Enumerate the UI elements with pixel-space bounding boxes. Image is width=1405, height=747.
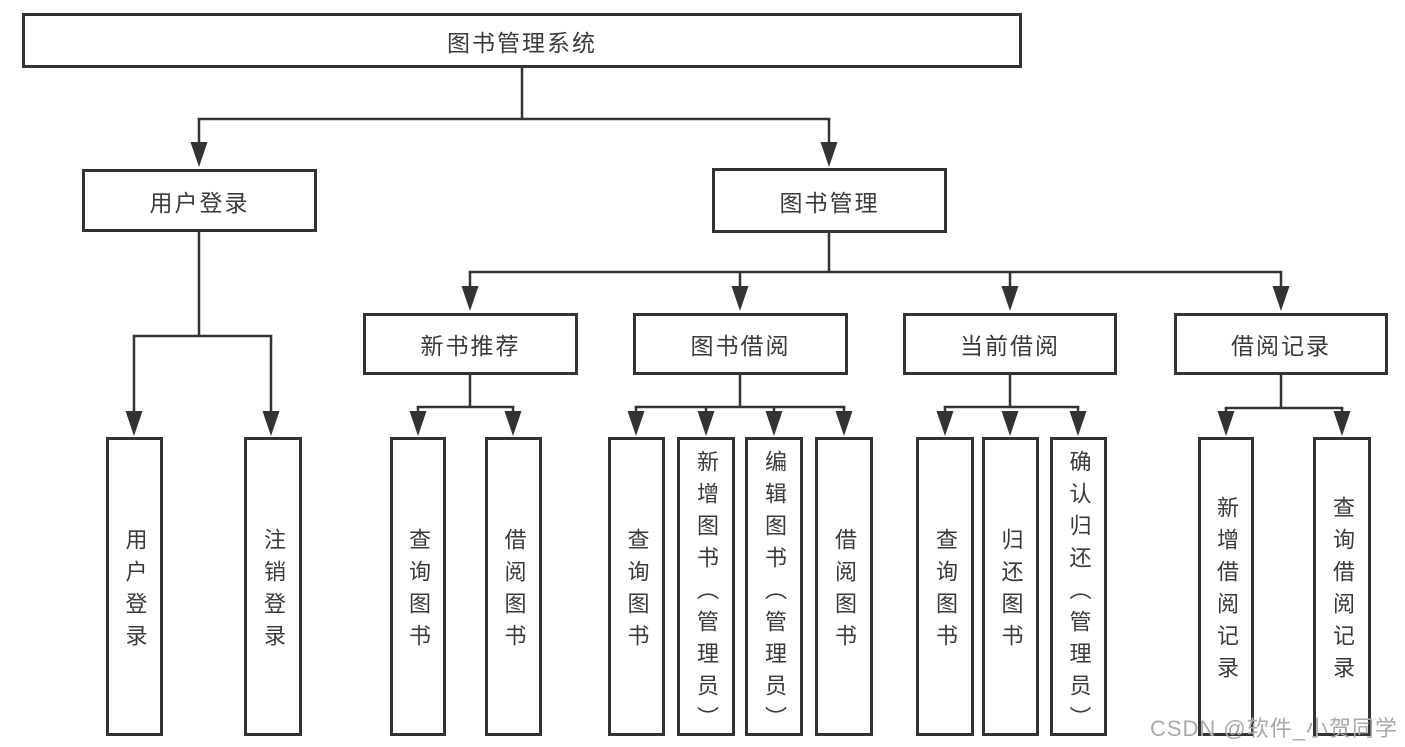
leaf-query-book-1: 查询图书: [390, 437, 446, 736]
leaf-add-book-admin: 新增图书（管理员）: [677, 437, 735, 738]
leaf-logout: 注销登录: [244, 437, 302, 736]
leaf-return-book: 归还图书: [982, 437, 1039, 736]
csdn-watermark: CSDN @软件_小贺同学: [1149, 716, 1398, 741]
leaf-query-book-2: 查询图书: [608, 437, 665, 736]
node-current-borrow: 当前借阅: [903, 313, 1117, 375]
leaf-borrow-book-2: 借阅图书: [815, 437, 873, 736]
leaf-query-book-3: 查询图书: [916, 437, 974, 736]
node-root: 图书管理系统: [22, 13, 1022, 68]
leaf-edit-book-admin: 编辑图书（管理员）: [745, 437, 803, 738]
leaf-add-borrow-record: 新增借阅记录: [1198, 437, 1254, 736]
leaf-user-login: 用户登录: [106, 437, 163, 736]
node-new-book-recommend: 新书推荐: [363, 313, 578, 375]
node-borrow-records: 借阅记录: [1174, 313, 1388, 375]
leaf-confirm-return-admin: 确认归还（管理员）: [1050, 437, 1107, 738]
node-book-borrow: 图书借阅: [633, 313, 848, 375]
leaf-query-borrow-record: 查询借阅记录: [1313, 437, 1371, 736]
node-book-management: 图书管理: [712, 168, 947, 233]
node-user-login: 用户登录: [82, 169, 317, 232]
leaf-borrow-book-1: 借阅图书: [485, 437, 542, 736]
